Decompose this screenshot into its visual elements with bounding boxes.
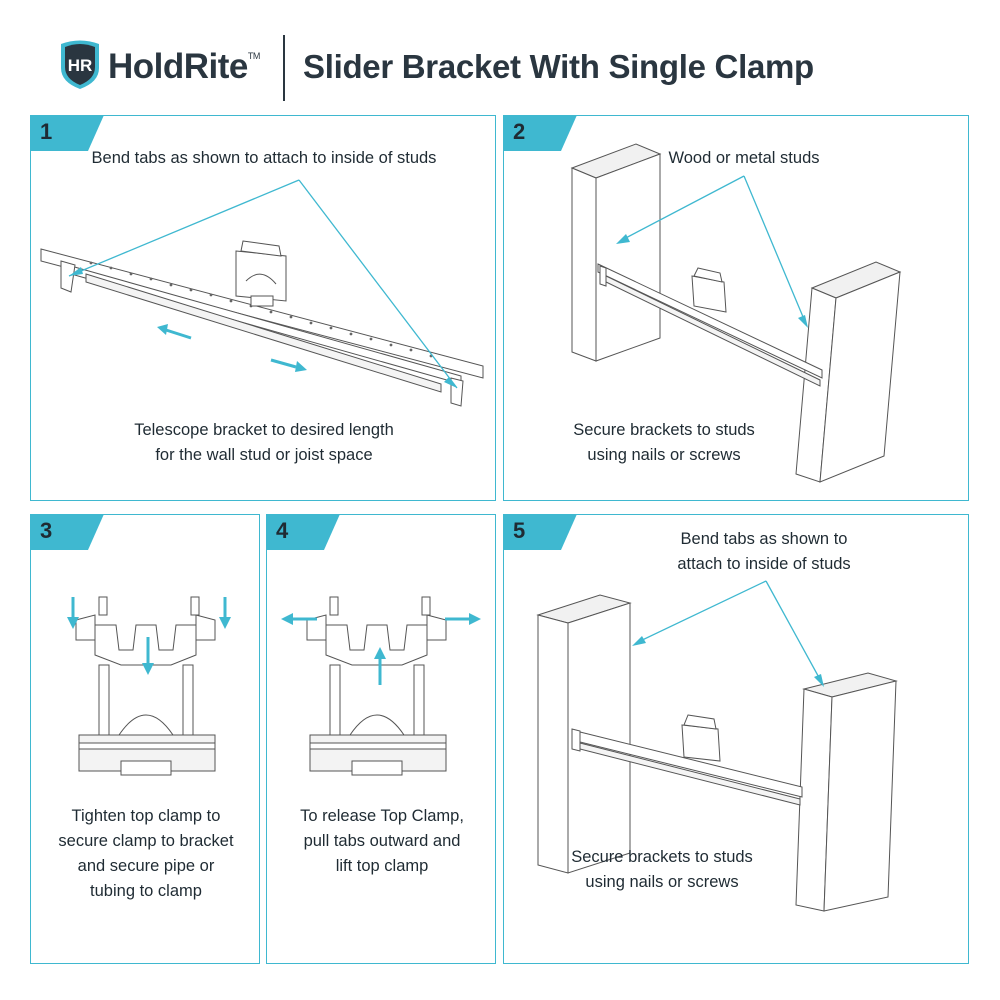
- caption-line: using nails or screws: [587, 446, 741, 464]
- tighten-clamp-illustration: [67, 596, 231, 776]
- caption-line: attach to inside of studs: [677, 555, 851, 573]
- holdrite-shield-icon: HR: [61, 40, 99, 89]
- step-number: 4: [276, 518, 289, 543]
- caption-line: secure clamp to bracket: [58, 832, 234, 850]
- caption-line: To release Top Clamp,: [300, 807, 464, 825]
- step-top-caption: Bend tabs as shown to attach to inside o…: [31, 146, 495, 171]
- step-badge: 1: [31, 116, 104, 151]
- step-bottom-caption: Secure brackets to studs using nails or …: [504, 418, 824, 468]
- caption-line: Secure brackets to studs: [571, 848, 753, 866]
- step-bottom-caption: Tighten top clamp to secure clamp to bra…: [31, 804, 259, 904]
- step-badge: 4: [267, 515, 340, 550]
- caption-line: and secure pipe or: [77, 857, 215, 875]
- header: HR HoldRiteTM Slider Bracket With Single…: [0, 0, 1000, 110]
- header-divider: [283, 35, 285, 101]
- step-number: 5: [513, 518, 526, 543]
- caption-line: Telescope bracket to desired length: [134, 421, 394, 439]
- step-badge: 3: [31, 515, 104, 550]
- caption-line: using nails or screws: [585, 873, 739, 891]
- caption-line: tubing to clamp: [90, 882, 202, 900]
- logo-mark: HR: [68, 56, 93, 75]
- step-bottom-caption: Secure brackets to studs using nails or …: [504, 845, 820, 895]
- release-clamp-illustration: [281, 596, 481, 776]
- step-number: 3: [40, 518, 53, 543]
- caption-line: for the wall stud or joist space: [155, 446, 373, 464]
- trademark: TM: [247, 51, 261, 61]
- step-panel-2: 2 Wood or metal studs: [503, 115, 969, 501]
- caption-line: Bend tabs as shown to: [680, 530, 848, 548]
- step-panel-5: 5 Bend tabs as shown to attach to inside…: [503, 514, 969, 964]
- step-top-caption: Wood or metal studs: [604, 146, 884, 171]
- step-badge: 5: [504, 515, 577, 550]
- step-panel-4: 4 To release Top Clamp, pull tabs outwar…: [266, 514, 496, 964]
- studs-bracket-illustration: [570, 143, 902, 483]
- step-number: 1: [40, 119, 53, 144]
- caption-line: Wood or metal studs: [668, 149, 820, 167]
- step-top-caption: Bend tabs as shown to attach to inside o…: [624, 527, 904, 577]
- telescoping-bracket-illustration: [40, 179, 484, 407]
- page-title: Slider Bracket With Single Clamp: [303, 48, 814, 85]
- brand-name: HoldRite: [108, 47, 248, 86]
- studs-bracket-install-illustration: [536, 580, 898, 912]
- step-bottom-caption: To release Top Clamp, pull tabs outward …: [267, 804, 495, 879]
- step-number: 2: [513, 119, 526, 144]
- caption-line: lift top clamp: [335, 857, 429, 875]
- step-panel-1: 1 Bend tabs as shown to attach to inside…: [30, 115, 496, 501]
- caption-line: Secure brackets to studs: [573, 421, 755, 439]
- brand-logo: HoldRiteTM: [108, 47, 260, 87]
- step-bottom-caption: Telescope bracket to desired length for …: [31, 418, 495, 468]
- step-badge: 2: [504, 116, 577, 151]
- caption-line: Tighten top clamp to: [71, 807, 221, 825]
- caption-line: pull tabs outward and: [303, 832, 461, 850]
- step-panel-3: 3 Tighten top clamp to secure clamp to b…: [30, 514, 260, 964]
- caption-line: Bend tabs as shown to attach to inside o…: [91, 149, 437, 167]
